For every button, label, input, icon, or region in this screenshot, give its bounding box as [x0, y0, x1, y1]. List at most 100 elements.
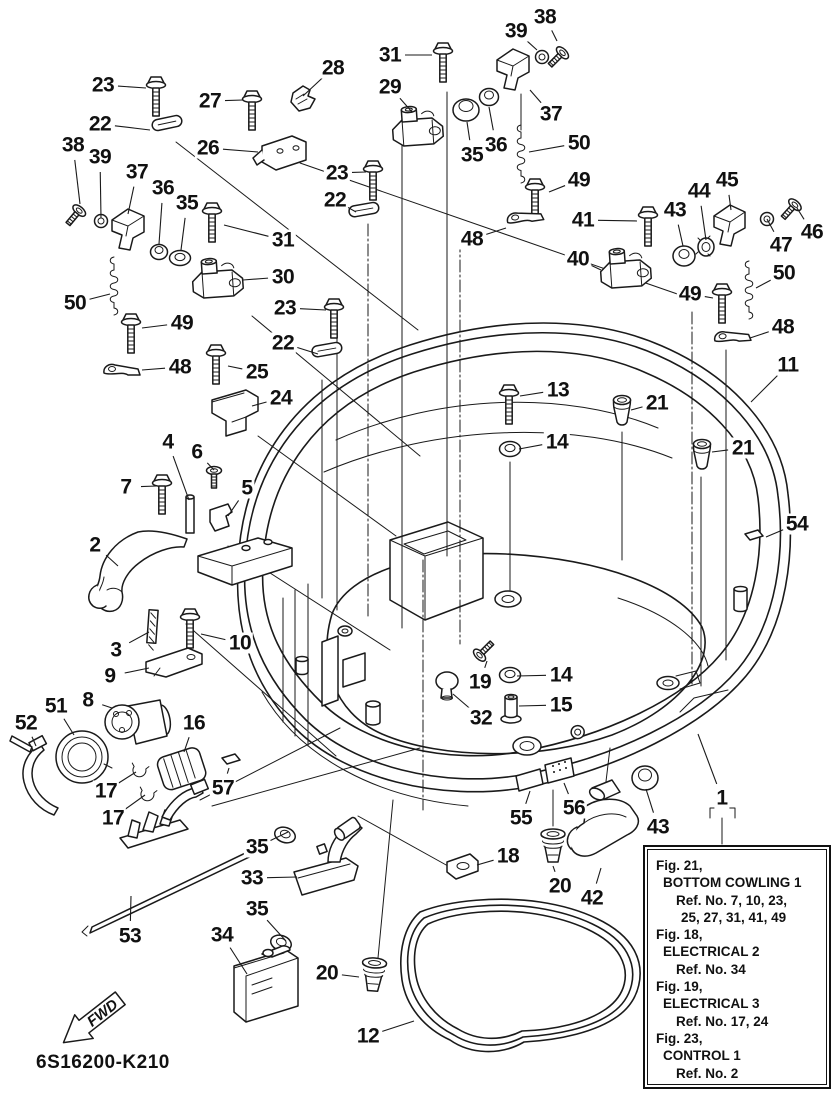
latch-lever-glyph [94, 530, 188, 613]
callout-10: 10 [226, 631, 254, 655]
callout-37: 37 [537, 102, 565, 126]
callout-34: 34 [208, 923, 236, 947]
bottom-cowling-outline [236, 322, 792, 807]
callout-8: 8 [80, 688, 96, 712]
callout-51: 51 [42, 694, 70, 718]
clamp-ring-glyph [55, 730, 109, 784]
callout-3: 3 [108, 638, 124, 662]
callout-15: 15 [547, 693, 575, 717]
rubber-mount-glyph [692, 438, 712, 470]
pad-glyph [515, 768, 544, 792]
callout-54: 54 [783, 512, 811, 536]
motor-body-glyph [104, 704, 140, 740]
bushing-glyph [452, 98, 480, 122]
callout-6: 6 [189, 440, 205, 464]
callout-30: 30 [269, 265, 297, 289]
callout-23: 23 [271, 296, 299, 320]
callout-27: 27 [196, 89, 224, 113]
callout-24: 24 [267, 386, 295, 410]
bracket-glyph [145, 647, 203, 678]
callout-36: 36 [482, 133, 510, 157]
info-line: Ref. No. 7, 10, 23, [676, 892, 788, 908]
callout-48: 48 [166, 355, 194, 379]
grommet-glyph [498, 666, 522, 684]
plug-glyph [540, 828, 566, 863]
pad-glyph [446, 853, 479, 880]
callout-55: 55 [507, 806, 535, 830]
bolt-glyph [711, 283, 733, 324]
callout-22: 22 [321, 188, 349, 212]
spring-glyph [516, 124, 526, 184]
callout-31: 31 [376, 43, 404, 67]
collar-glyph [149, 243, 169, 261]
bracket-glyph [261, 135, 307, 171]
bolt-glyph [205, 344, 227, 385]
callout-39: 39 [502, 19, 530, 43]
screw-glyph [470, 636, 498, 665]
grommet-glyph [168, 249, 192, 267]
callout-33: 33 [238, 866, 266, 890]
info-line: Fig. 23, [656, 1030, 703, 1046]
callout-16: 16 [180, 711, 208, 735]
callout-48: 48 [458, 227, 486, 251]
callout-42: 42 [578, 886, 606, 910]
callout-22: 22 [269, 331, 297, 355]
callout-23: 23 [89, 73, 117, 97]
clip-glyph [310, 340, 344, 359]
callout-35: 35 [458, 143, 486, 167]
bolt-glyph [120, 313, 142, 354]
bolt-glyph [362, 160, 384, 201]
holder-glyph [111, 208, 145, 251]
callout-11: 11 [775, 353, 801, 377]
callout-12: 12 [354, 1024, 382, 1048]
callout-50: 50 [770, 261, 798, 285]
grommet-glyph [498, 440, 522, 458]
c-clip-glyph [129, 762, 150, 779]
callout-4: 4 [160, 430, 176, 454]
callout-45: 45 [713, 168, 741, 192]
info-line: Ref. No. 17, 24 [676, 1013, 769, 1029]
callout-20: 20 [313, 961, 341, 985]
callout-28: 28 [319, 56, 347, 80]
callout-49: 49 [565, 168, 593, 192]
callout-36: 36 [149, 176, 177, 200]
spring-glyph [744, 260, 754, 320]
callout-17: 17 [92, 779, 120, 803]
holder-glyph [496, 48, 530, 91]
clamp-clip-glyph [290, 85, 316, 112]
bracket-glyph [211, 389, 259, 437]
flap-glyph [293, 816, 363, 896]
bolt-glyph [498, 384, 520, 425]
bolt-glyph [323, 298, 345, 339]
callout-23: 23 [323, 161, 351, 185]
callout-19: 19 [466, 670, 494, 694]
bolt-glyph [241, 90, 263, 131]
callout-49: 49 [168, 311, 196, 335]
callout-43: 43 [644, 815, 672, 839]
callout-2: 2 [87, 533, 103, 557]
bolt-glyph [524, 178, 546, 219]
collar-glyph [478, 87, 500, 107]
info-line: BOTTOM COWLING 1 [663, 875, 802, 891]
small-bolt-glyph [61, 201, 89, 230]
info-line: 25, 27, 31, 41, 49 [681, 909, 787, 925]
info-line: ELECTRICAL 3 [663, 996, 760, 1012]
bolt-centerlines [321, 91, 727, 827]
callout-44: 44 [685, 179, 713, 203]
callout-13: 13 [544, 378, 572, 402]
callout-35: 35 [243, 835, 271, 859]
callout-49: 49 [676, 282, 704, 306]
bolt-glyph [179, 608, 201, 649]
info-line: Fig. 19, [656, 979, 703, 995]
callout-50: 50 [565, 131, 593, 155]
washer-glyph [569, 723, 586, 741]
latch-glyph [566, 779, 640, 857]
plug-glyph [359, 956, 388, 993]
info-line: Fig. 18, [656, 927, 703, 943]
leader-lines [31, 30, 805, 1032]
callout-41: 41 [569, 208, 597, 232]
latch-bracket-glyph [197, 537, 293, 586]
callout-7: 7 [118, 475, 134, 499]
